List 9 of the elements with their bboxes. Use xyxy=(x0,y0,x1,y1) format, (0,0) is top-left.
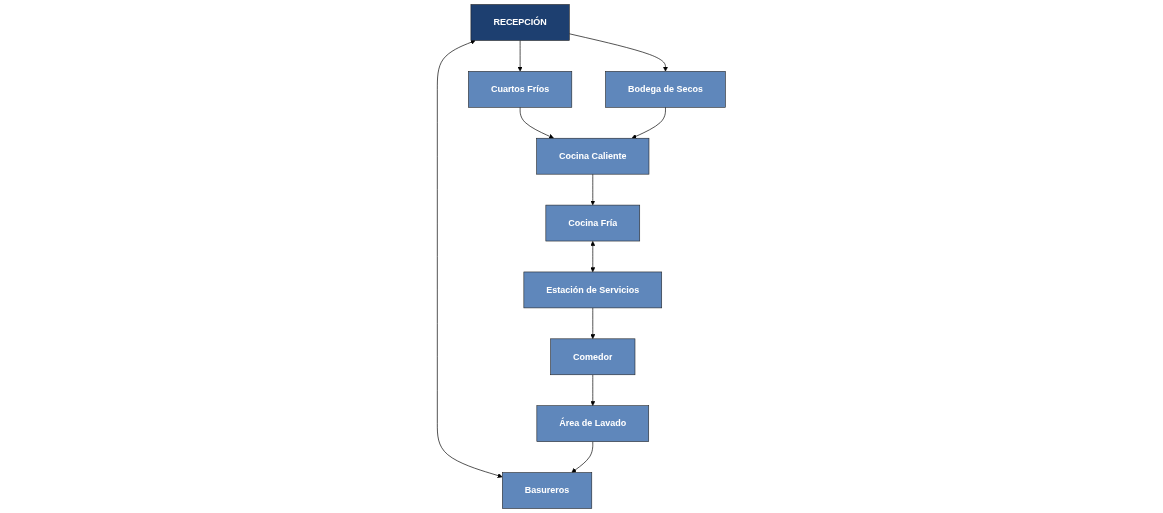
node-box: Estación de Servicios xyxy=(523,271,663,309)
node-box: Comedor xyxy=(550,338,636,376)
node-box: RECEPCIÓN xyxy=(470,4,570,41)
node-box: Cocina Fría xyxy=(545,204,641,242)
node-box: Cuartos Fríos xyxy=(468,71,573,108)
node-box: Basureros xyxy=(502,472,593,509)
node-box: Área de Lavado xyxy=(536,405,650,442)
node-box: Bodega de Secos xyxy=(605,71,726,108)
node-box: Cocina Caliente xyxy=(536,137,650,175)
